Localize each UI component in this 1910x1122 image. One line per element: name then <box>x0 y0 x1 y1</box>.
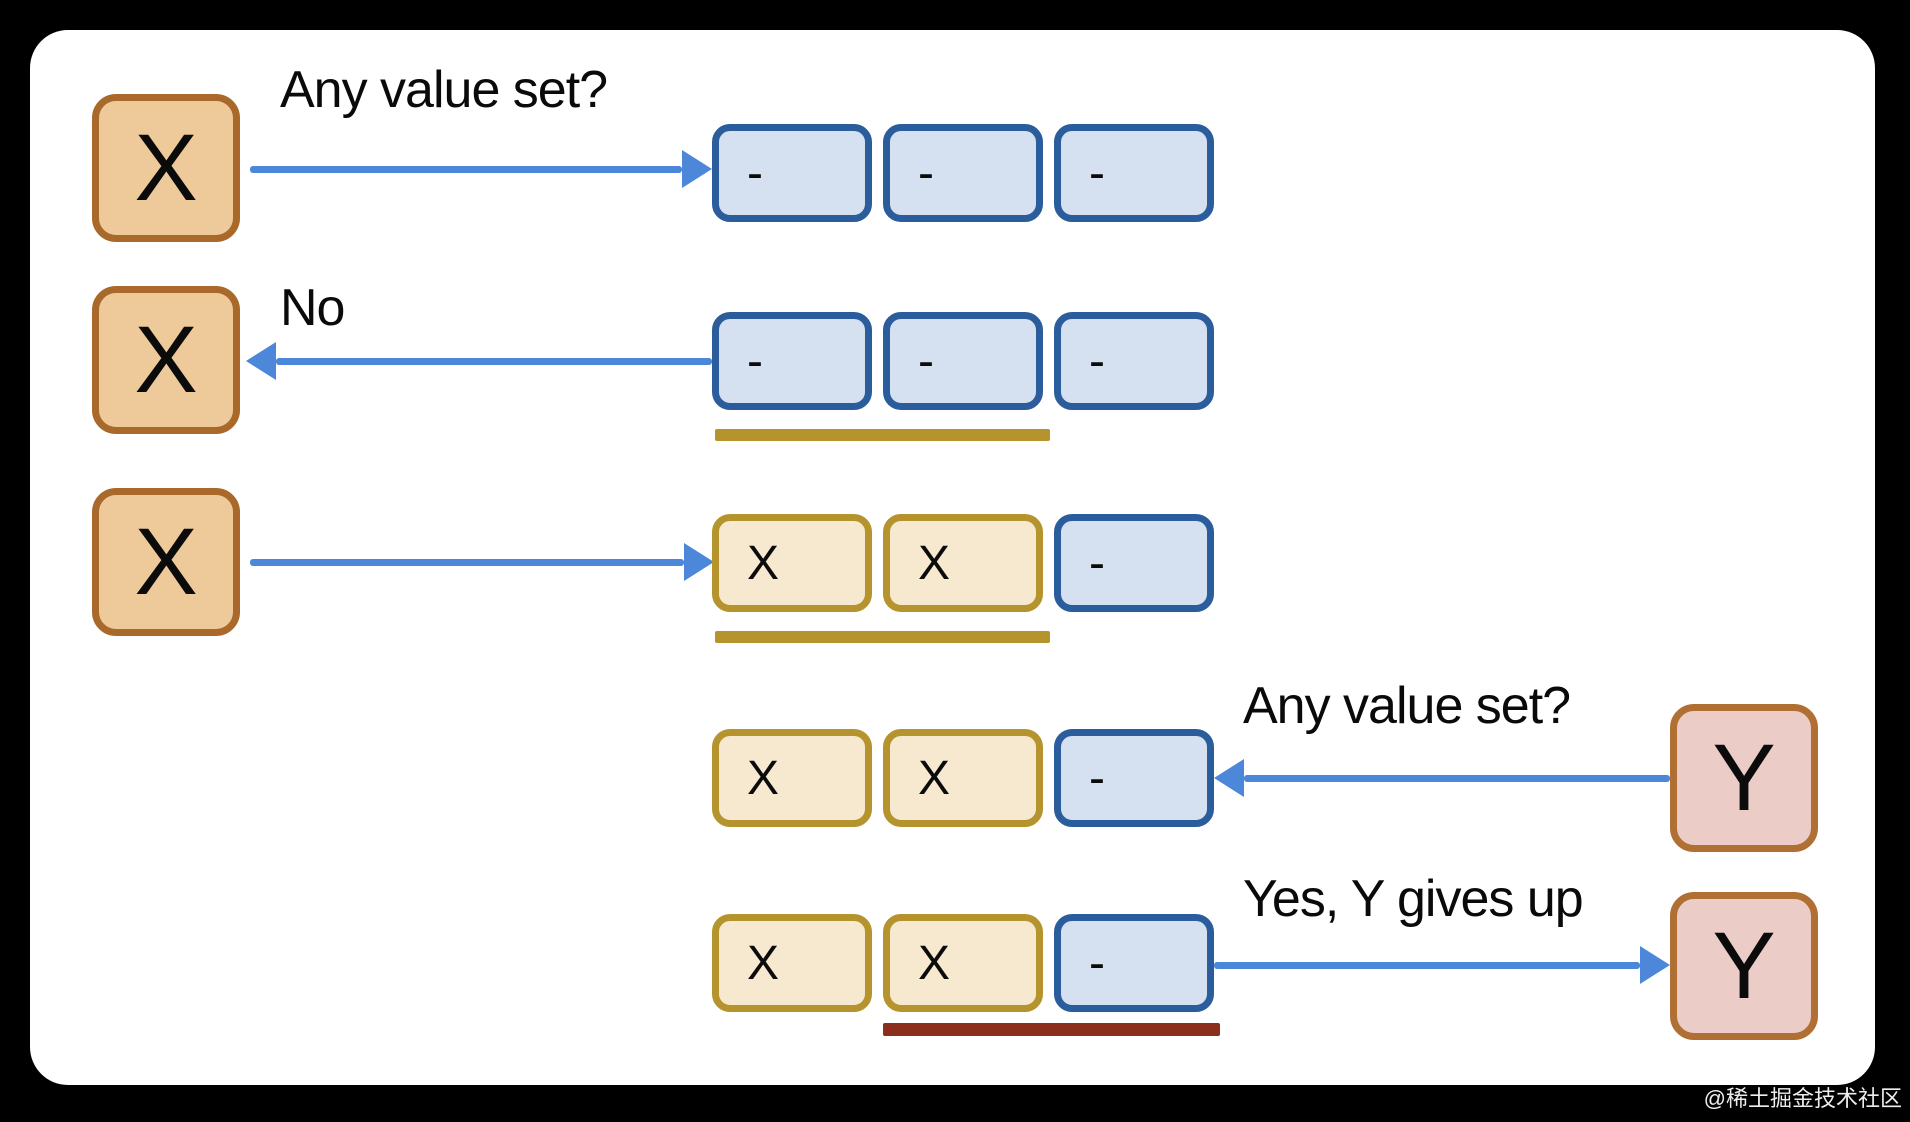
slot-cell-empty: - <box>1054 914 1214 1012</box>
slot-value: - <box>1089 146 1105 200</box>
slot-value: - <box>1089 334 1105 388</box>
slot-value: - <box>1089 536 1105 590</box>
slot-value: X <box>747 536 780 590</box>
arrow-line <box>1214 962 1640 969</box>
highlight-underline-gold <box>715 631 1050 643</box>
arrow-line <box>250 559 684 566</box>
slot-value: - <box>1089 936 1105 990</box>
slot-value: X <box>747 936 780 990</box>
slot-cell-set: X <box>712 914 872 1012</box>
actor-y-label: Y <box>1712 724 1776 831</box>
slot-value: X <box>918 936 951 990</box>
slot-value: - <box>747 146 763 200</box>
arrow-head-right-icon <box>684 543 714 581</box>
arrow-line <box>250 166 682 173</box>
slot-cell-empty: - <box>712 312 872 410</box>
slot-value: - <box>1089 751 1105 805</box>
slot-cell-set: X <box>883 914 1043 1012</box>
actor-x-label: X <box>134 306 198 413</box>
arrow-label-any-value-set-1: Any value set? <box>280 61 608 119</box>
slot-cell-set: X <box>883 514 1043 612</box>
highlight-underline-gold <box>715 429 1050 441</box>
watermark: @稀土掘金技术社区 <box>1703 1086 1902 1111</box>
actor-y-box: Y <box>1670 892 1818 1040</box>
slot-value: - <box>747 334 763 388</box>
arrow-head-right-icon <box>682 150 712 188</box>
actor-x-box: X <box>92 94 240 242</box>
arrow-line <box>276 358 712 365</box>
slot-cell-empty: - <box>1054 514 1214 612</box>
highlight-underline-red <box>883 1023 1220 1036</box>
actor-y-label: Y <box>1712 912 1776 1019</box>
slot-cell-empty: - <box>883 124 1043 222</box>
actor-x-box: X <box>92 286 240 434</box>
arrow-label-any-value-set-2: Any value set? <box>1243 677 1571 735</box>
arrow-line <box>1244 775 1670 782</box>
slot-value: - <box>918 146 934 200</box>
slot-cell-set: X <box>712 729 872 827</box>
slot-cell-empty: - <box>883 312 1043 410</box>
actor-x-label: X <box>134 508 198 615</box>
slot-cell-empty: - <box>1054 124 1214 222</box>
slot-cell-empty: - <box>1054 729 1214 827</box>
actor-y-box: Y <box>1670 704 1818 852</box>
arrow-head-left-icon <box>246 342 276 380</box>
actor-x-box: X <box>92 488 240 636</box>
slot-cell-empty: - <box>1054 312 1214 410</box>
slot-value: - <box>918 334 934 388</box>
slot-cell-empty: - <box>712 124 872 222</box>
slot-cell-set: X <box>883 729 1043 827</box>
slot-value: X <box>918 536 951 590</box>
slot-value: X <box>747 751 780 805</box>
actor-x-label: X <box>134 114 198 221</box>
slot-cell-set: X <box>712 514 872 612</box>
arrow-head-left-icon <box>1214 759 1244 797</box>
arrow-head-right-icon <box>1640 946 1670 984</box>
arrow-label-no: No <box>280 279 345 337</box>
arrow-label-yes-y-gives-up: Yes, Y gives up <box>1243 870 1584 928</box>
slot-value: X <box>918 751 951 805</box>
